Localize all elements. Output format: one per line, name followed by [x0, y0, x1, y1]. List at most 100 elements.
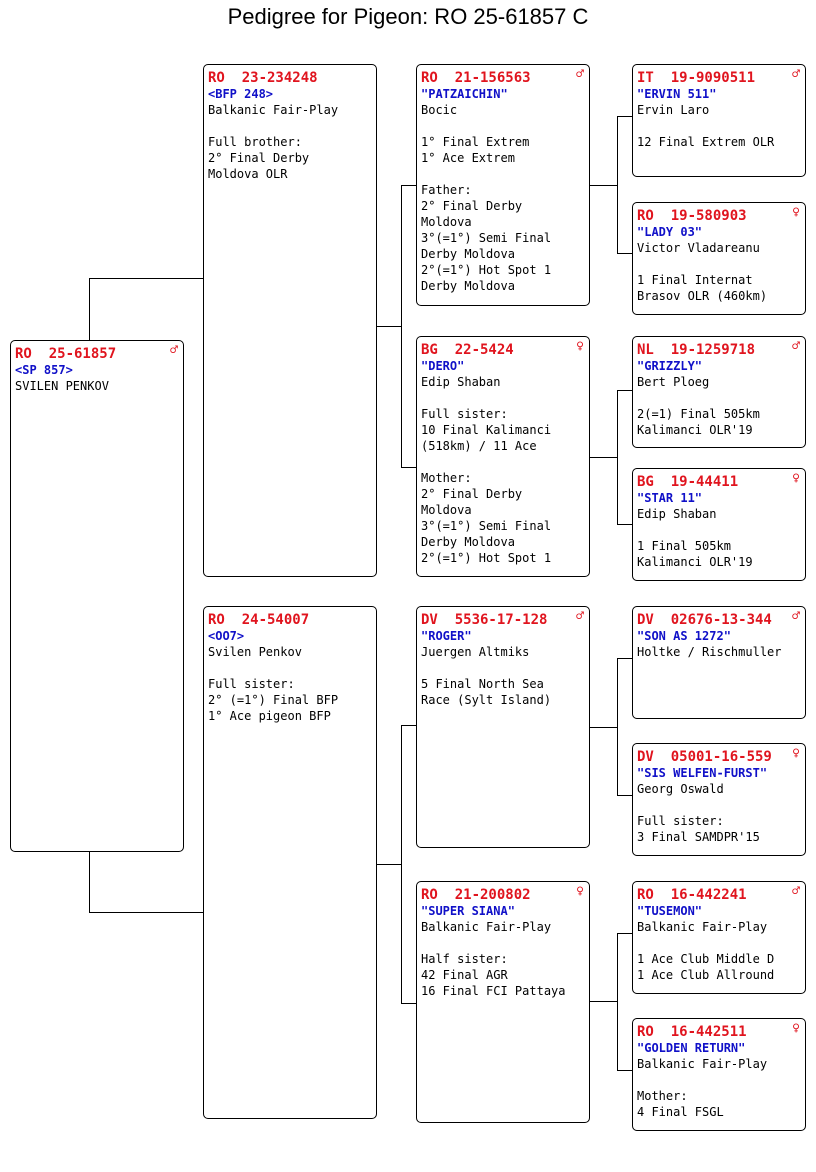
ring-number: RO 21-156563	[421, 70, 531, 86]
info-line: Moldova	[421, 503, 472, 517]
info-line: 3°(=1°) Semi Final	[421, 519, 552, 533]
info-line: Ervin Laro	[637, 103, 710, 117]
male-icon: ♂	[792, 884, 800, 899]
info-line: Brasov OLR (460km)	[637, 289, 768, 303]
info-line: 1 Ace Club Middle D	[637, 952, 775, 966]
info-line	[421, 166, 586, 182]
info-line: Full brother:	[208, 135, 302, 149]
page-title: Pedigree for Pigeon: RO 25-61857 C	[227, 4, 589, 29]
info-line: 1° Ace Extrem	[421, 151, 515, 165]
pigeon-card-subject[interactable]: RO 25-61857♂<SP 857>SVILEN PENKOV	[10, 340, 184, 852]
info-line: 2° Final Derby	[421, 199, 523, 213]
male-icon: ♂	[576, 609, 584, 624]
info-line: Race (Sylt Island)	[421, 693, 552, 707]
pigeon-name: "TUSEMON"	[637, 904, 703, 918]
info-line	[421, 118, 586, 134]
pigeon-card-dsd[interactable]: DV 05001-16-559♀"SIS WELFEN-FURST"Georg …	[632, 743, 806, 856]
info-line: Derby Moldova	[421, 535, 515, 549]
ring-number: DV 05001-16-559	[637, 749, 772, 765]
info-line: Mother:	[421, 471, 472, 485]
connector	[401, 185, 402, 467]
info-line: Edip Shaban	[637, 507, 717, 521]
pigeon-name: <BFP 248>	[208, 87, 274, 101]
info-line: 1 Final 505km	[637, 539, 731, 553]
info-line: Moldova OLR	[208, 167, 288, 181]
ring-number: IT 19-9090511	[637, 70, 756, 86]
info-line: 3°(=1°) Semi Final	[421, 231, 552, 245]
info-line	[637, 118, 802, 134]
info-line: Victor Vladareanu	[637, 241, 760, 255]
pigeon-name: <SP 857>	[15, 363, 73, 377]
pigeon-card-dam-dam[interactable]: RO 21-200802♀"SUPER SIANA"Balkanic Fair-…	[416, 881, 590, 1123]
info-line: 16 Final FCI Pattaya	[421, 984, 566, 998]
male-icon: ♂	[792, 339, 800, 354]
connector	[617, 524, 633, 525]
info-line: 2°(=1°) Hot Spot 1	[421, 551, 552, 565]
info-line: Half sister:	[421, 952, 508, 966]
connector	[617, 390, 633, 391]
connector	[401, 185, 417, 186]
pigeon-card-dss[interactable]: DV 02676-13-344♂"SON AS 1272"Holtke / Ri…	[632, 606, 806, 719]
info-line	[637, 797, 802, 813]
info-line: Derby Moldova	[421, 279, 515, 293]
connector	[401, 1003, 417, 1004]
info-line	[208, 118, 373, 134]
connector	[401, 467, 417, 468]
info-line	[637, 390, 802, 406]
female-icon: ♀	[576, 339, 584, 354]
connector	[617, 1070, 633, 1071]
info-line	[637, 935, 802, 951]
info-line: Georg Oswald	[637, 782, 724, 796]
info-line: Holtke / Rischmuller	[637, 645, 782, 659]
info-line	[208, 660, 373, 676]
pigeon-name: <OO7>	[208, 629, 245, 643]
pigeon-name: "GRIZZLY"	[637, 359, 703, 373]
info-line: 42 Final AGR	[421, 968, 508, 982]
male-icon: ♂	[792, 609, 800, 624]
info-line: (518km) / 11 Ace	[421, 439, 537, 453]
connector	[589, 185, 617, 186]
connector	[617, 933, 633, 934]
female-icon: ♀	[576, 884, 584, 899]
pigeon-name: "STAR 11"	[637, 491, 703, 505]
info-line: Full sister:	[637, 814, 724, 828]
connector	[376, 326, 401, 327]
connector	[89, 278, 90, 340]
pigeon-card-ddd[interactable]: RO 16-442511♀"GOLDEN RETURN"Balkanic Fai…	[632, 1018, 806, 1131]
info-line: Balkanic Fair-Play	[421, 920, 552, 934]
connector	[617, 795, 633, 796]
info-line: Juergen Altmiks	[421, 645, 530, 659]
info-line	[637, 1072, 802, 1088]
info-line	[421, 390, 586, 406]
info-line: 12 Final Extrem OLR	[637, 135, 775, 149]
connector	[589, 1001, 617, 1002]
female-icon: ♀	[792, 205, 800, 220]
info-line	[421, 935, 586, 951]
connector	[617, 933, 618, 1070]
pigeon-card-dds[interactable]: RO 16-442241♂"TUSEMON"Balkanic Fair-Play…	[632, 881, 806, 994]
info-line: Mother:	[637, 1089, 688, 1103]
connector	[617, 390, 618, 524]
info-line: 1° Ace pigeon BFP	[208, 709, 331, 723]
info-line: 5 Final North Sea	[421, 677, 544, 691]
info-line: 10 Final Kalimanci	[421, 423, 552, 437]
connector	[89, 912, 204, 913]
info-line: Derby Moldova	[421, 247, 515, 261]
pigeon-name: "LADY 03"	[637, 225, 703, 239]
pigeon-name: "GOLDEN RETURN"	[637, 1041, 746, 1055]
ring-number: NL 19-1259718	[637, 342, 756, 358]
ring-number: BG 19-44411	[637, 474, 739, 490]
ring-number: RO 23-234248	[208, 70, 318, 86]
info-line: 2°(=1°) Hot Spot 1	[421, 263, 552, 277]
female-icon: ♀	[792, 1021, 800, 1036]
info-line: Kalimanci OLR'19	[637, 423, 753, 437]
